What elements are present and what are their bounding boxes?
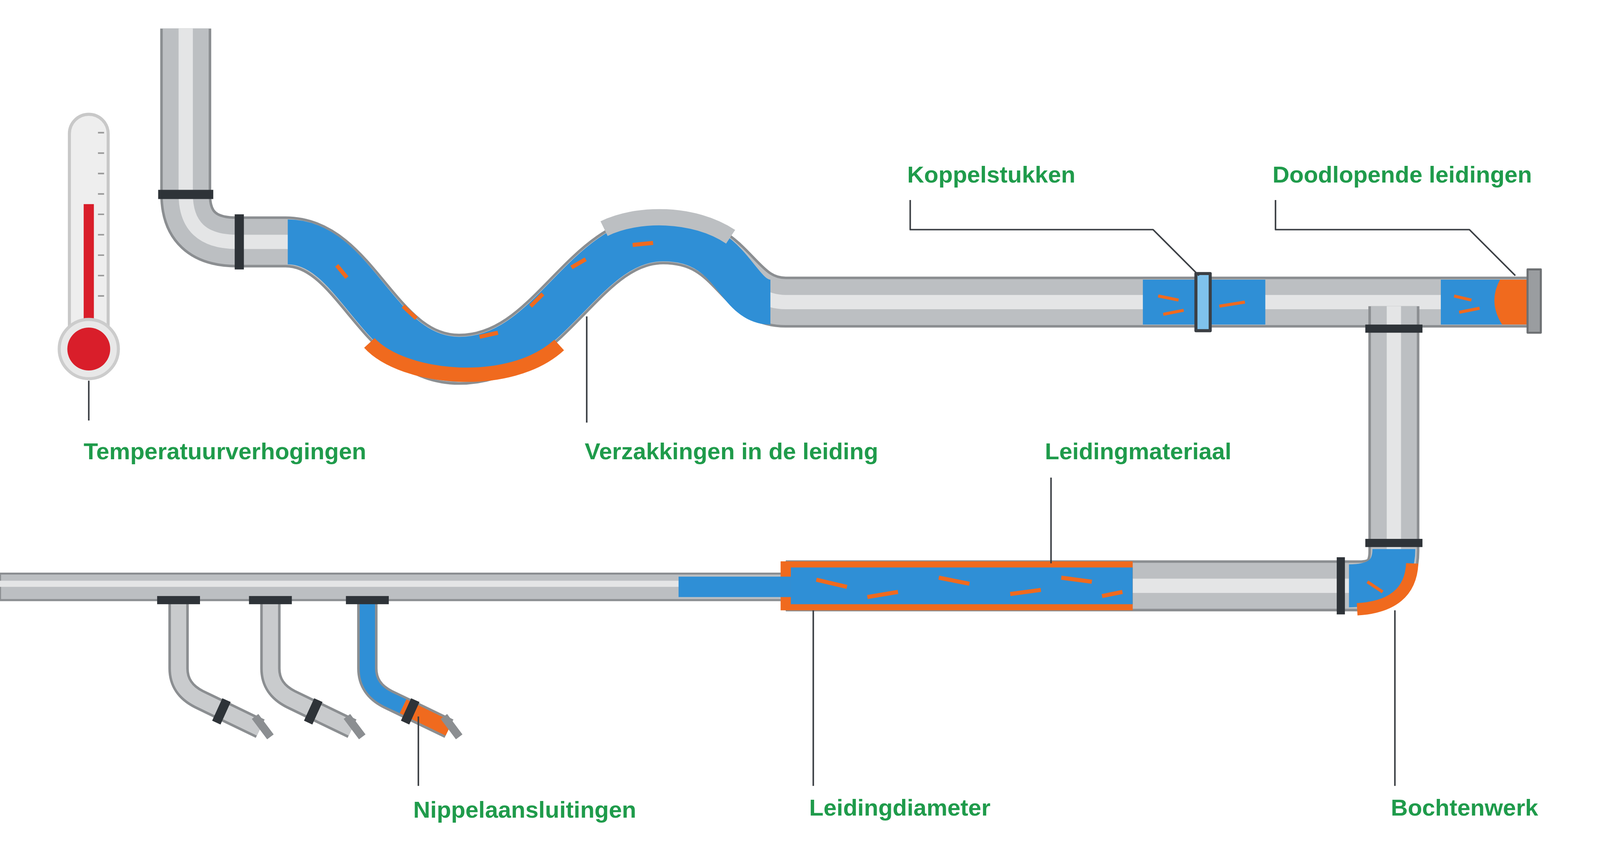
deposit bbox=[780, 561, 1133, 611]
water bbox=[1440, 279, 1531, 325]
thermometer-ticks bbox=[97, 132, 105, 296]
collar bbox=[234, 214, 244, 270]
callout-label: Bochtenwerk bbox=[1390, 793, 1539, 821]
nipple-outline bbox=[178, 602, 450, 729]
thermometer-bulb-rim bbox=[59, 319, 119, 379]
deposit-flakes bbox=[336, 242, 653, 337]
mask bbox=[0, 556, 786, 618]
collar bbox=[157, 595, 200, 605]
collar bbox=[249, 595, 293, 605]
water bbox=[678, 576, 791, 598]
leader-line bbox=[88, 200, 1516, 786]
deposit bbox=[1357, 563, 1413, 610]
nipple-collar bbox=[216, 700, 416, 723]
coupling bbox=[1195, 273, 1210, 331]
end-cap bbox=[1527, 269, 1541, 333]
callout-label: Koppelstukken bbox=[907, 161, 1076, 188]
callout-label: Leidingdiameter bbox=[809, 793, 991, 821]
pipe-body bbox=[185, 28, 1531, 360]
water bbox=[367, 602, 404, 707]
collar bbox=[1365, 538, 1423, 548]
callout-label: Nippelaansluitingen bbox=[413, 795, 637, 823]
deposit-flakes bbox=[816, 577, 1123, 598]
nipple-tip bbox=[255, 716, 460, 737]
collar bbox=[1336, 557, 1345, 615]
collar bbox=[1365, 324, 1423, 333]
thin-pipe bbox=[0, 573, 786, 600]
deposit-flakes bbox=[1367, 581, 1383, 592]
air-pocket bbox=[604, 217, 731, 237]
callout-label: Verzakkingen in de leiding bbox=[584, 437, 878, 465]
water bbox=[790, 567, 1133, 605]
collar bbox=[158, 190, 214, 200]
collar bbox=[345, 595, 389, 605]
deposit bbox=[1494, 279, 1531, 325]
water bbox=[1349, 549, 1395, 586]
pipe-highlight bbox=[0, 580, 786, 587]
deposit bbox=[369, 342, 560, 375]
pipe-highlight bbox=[185, 28, 1531, 360]
pipe-outline bbox=[0, 306, 1394, 586]
callout-label: Doodlopende leidingen bbox=[1272, 161, 1533, 188]
callout-label: Leidingmateriaal bbox=[1045, 437, 1232, 465]
pipe-outline bbox=[185, 28, 1531, 360]
callout-label: Temperatuurverhogingen bbox=[83, 437, 367, 465]
water bbox=[287, 238, 771, 360]
thermometer-bulb bbox=[67, 327, 111, 371]
nipple bbox=[178, 602, 353, 729]
deposit-flakes bbox=[1454, 295, 1480, 313]
